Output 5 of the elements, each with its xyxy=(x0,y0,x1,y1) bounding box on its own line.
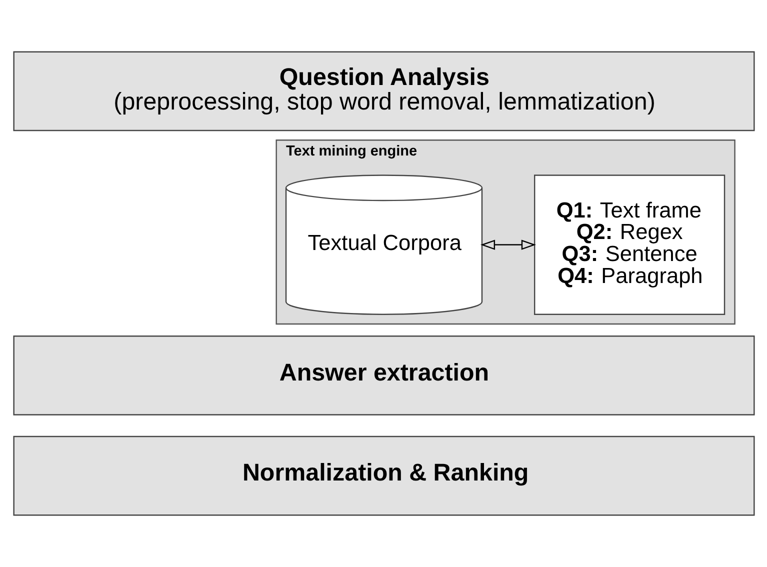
node-box: Question Analysis (preprocessing, stop word removal, lemmatization) xyxy=(12,51,754,132)
node-box: Q1: Text frame Q2: Regex Q3: Sentence Q4: Paragraph xyxy=(534,174,725,315)
arrow xyxy=(480,240,536,250)
node-box: Normalization & Ranking xyxy=(12,436,754,516)
node-box: Answer extraction xyxy=(12,336,754,416)
